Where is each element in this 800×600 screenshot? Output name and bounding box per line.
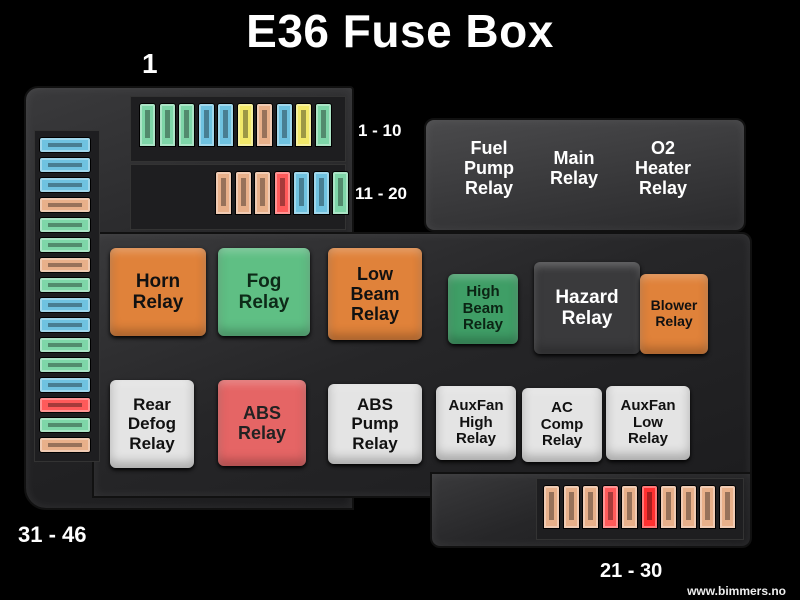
fuse-38[interactable]: [40, 278, 90, 292]
fuse-46[interactable]: [40, 438, 90, 452]
relay-horn[interactable]: Horn Relay: [110, 248, 206, 336]
fuse-15[interactable]: [294, 172, 309, 214]
relay-hazard-label: Hazard Relay: [555, 286, 619, 329]
relay-high-beam[interactable]: High Beam Relay: [448, 274, 518, 344]
fuse-32[interactable]: [40, 158, 90, 172]
fuse-13[interactable]: [255, 172, 270, 214]
fuse-17[interactable]: [333, 172, 348, 214]
fuse-7[interactable]: [257, 104, 272, 146]
fuse-37[interactable]: [40, 258, 90, 272]
relay-fuel-pump[interactable]: Fuel Pump Relay: [448, 128, 530, 208]
relay-auxfan-low[interactable]: AuxFan Low Relay: [606, 386, 690, 460]
fuse-8[interactable]: [276, 104, 292, 146]
fuse-27[interactable]: [661, 486, 676, 528]
fuse-21[interactable]: [544, 486, 559, 528]
relay-blower[interactable]: Blower Relay: [640, 274, 708, 354]
fuse-26[interactable]: [641, 486, 657, 528]
fuse-29[interactable]: [700, 486, 715, 528]
relay-abs-label: ABS Relay: [237, 402, 287, 443]
fuse-30[interactable]: [719, 486, 735, 528]
relay-fuel-pump-label: Fuel Pump Relay: [463, 137, 514, 199]
relay-ac-comp[interactable]: AC Comp Relay: [522, 388, 602, 462]
label-range-11-20: 11 - 20: [355, 184, 407, 203]
fuse-45[interactable]: [40, 418, 90, 432]
fuse-3[interactable]: [179, 104, 194, 146]
label-fuse-1: 1: [142, 48, 158, 79]
fuse-23[interactable]: [583, 486, 598, 528]
relay-block-top: [424, 118, 746, 232]
relay-fog[interactable]: Fog Relay: [218, 248, 310, 336]
relay-rear-defog-label: Rear Defog Relay: [127, 395, 177, 453]
relay-hazard[interactable]: Hazard Relay: [534, 262, 640, 354]
fuse-43[interactable]: [40, 378, 90, 392]
fuse-42[interactable]: [40, 358, 90, 372]
fuse-25[interactable]: [622, 486, 637, 528]
page-title: E36 Fuse Box: [246, 5, 554, 57]
fuse-14[interactable]: [274, 172, 290, 214]
fuse-1[interactable]: [140, 104, 155, 146]
relay-main[interactable]: Main Relay: [536, 140, 612, 196]
fuse-39[interactable]: [40, 298, 90, 312]
relay-auxfan-high[interactable]: AuxFan High Relay: [436, 386, 516, 460]
footer-bar: [0, 584, 800, 600]
label-range-1-10: 1 - 10: [358, 121, 402, 140]
relay-abs-pump-label: ABS Pump Relay: [351, 395, 399, 453]
relay-abs-pump[interactable]: ABS Pump Relay: [328, 384, 422, 464]
relay-abs[interactable]: ABS Relay: [218, 380, 306, 466]
relay-main-label: Main Relay: [549, 147, 599, 188]
relay-high-beam-label: High Beam Relay: [462, 282, 504, 334]
relay-low-beam[interactable]: Low Beam Relay: [328, 248, 422, 340]
relay-o2-heater[interactable]: O2 Heater Relay: [620, 128, 706, 208]
fuse-28[interactable]: [680, 486, 696, 528]
relay-blower-label: Blower Relay: [650, 297, 698, 329]
fuse-6[interactable]: [237, 104, 253, 146]
fuse-24[interactable]: [602, 486, 618, 528]
fuse-16[interactable]: [313, 172, 329, 214]
fuse-5[interactable]: [218, 104, 233, 146]
relay-auxfan-high-label: AuxFan High Relay: [448, 396, 504, 448]
fuse-2[interactable]: [159, 104, 175, 146]
fuse-35[interactable]: [40, 218, 90, 232]
label-range-21-30: 21 - 30: [600, 560, 663, 582]
fuse-36[interactable]: [40, 238, 90, 252]
relay-low-beam-label: Low Beam Relay: [350, 263, 400, 325]
fuse-9[interactable]: [296, 104, 311, 146]
relay-fog-label: Fog Relay: [238, 270, 290, 313]
fuse-12[interactable]: [235, 172, 251, 214]
label-range-31-46: 31 - 46: [18, 522, 87, 547]
fuse-44[interactable]: [40, 398, 90, 412]
relay-ac-comp-label: AC Comp Relay: [540, 398, 584, 450]
fuse-11[interactable]: [216, 172, 231, 214]
relay-auxfan-low-label: AuxFan Low Relay: [620, 396, 676, 448]
fuse-22[interactable]: [563, 486, 579, 528]
relay-o2-heater-label: O2 Heater Relay: [634, 137, 692, 199]
watermark-url: www.bimmers.no: [687, 584, 786, 598]
fuse-31[interactable]: [40, 138, 90, 152]
fuse-10[interactable]: [315, 104, 331, 146]
relay-horn-label: Horn Relay: [132, 270, 184, 313]
fuse-41[interactable]: [40, 338, 90, 352]
relay-rear-defog[interactable]: Rear Defog Relay: [110, 380, 194, 468]
fuse-34[interactable]: [40, 198, 90, 212]
fuse-40[interactable]: [40, 318, 90, 332]
fuse-33[interactable]: [40, 178, 90, 192]
fuse-4[interactable]: [198, 104, 214, 146]
